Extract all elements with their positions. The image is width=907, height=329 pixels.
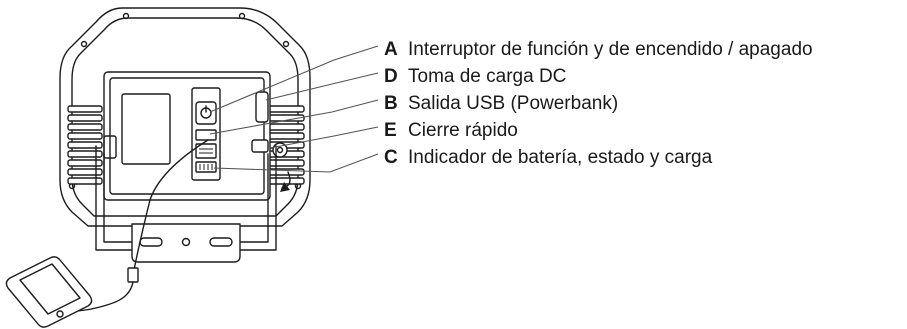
quick-release-latch [251, 139, 269, 153]
legend-letter: A [384, 39, 398, 60]
legend-text: Toma de carga DC [408, 66, 567, 87]
legend-letter: C [384, 147, 398, 168]
back-panel [103, 71, 271, 201]
leader-lines [209, 45, 379, 173]
smartphone-icon [5, 256, 93, 328]
left-clip [103, 135, 117, 159]
stand-frame [95, 145, 277, 263]
legend-letter: E [384, 120, 397, 141]
legend-item-e: E Cierre rápido [384, 117, 813, 144]
battery-indicator [195, 161, 217, 173]
usb-cable [133, 139, 209, 271]
usb-port [195, 129, 217, 141]
screw-icon [122, 12, 130, 20]
home-button [56, 310, 64, 318]
legend-text: Interruptor de función y de encendido / … [408, 39, 813, 60]
screw-icon [80, 40, 88, 48]
legend-text: Indicador de batería, estado y carga [408, 147, 713, 168]
legend: A Interruptor de función y de encendido /… [384, 36, 813, 171]
control-strip [191, 87, 221, 181]
legend-letter: B [384, 93, 398, 114]
dc-socket [255, 91, 269, 123]
legend-item-d: D Toma de carga DC [384, 63, 813, 90]
heat-sink-fins-left [67, 105, 103, 185]
slot [209, 237, 233, 247]
power-button [195, 101, 217, 125]
legend-text: Cierre rápido [408, 120, 518, 141]
arrow-head-icon [280, 182, 290, 192]
legend-item-c: C Indicador de batería, estado y carga [384, 144, 813, 171]
screw-icon [238, 12, 246, 20]
stand-base [131, 223, 241, 263]
label-plate [121, 93, 171, 165]
legend-letter: D [384, 66, 398, 87]
legend-text: Salida USB (Powerbank) [408, 93, 619, 114]
legend-item-b: B Salida USB (Powerbank) [384, 90, 813, 117]
legend-item-a: A Interruptor de función y de encendido /… [384, 36, 813, 63]
output-label [195, 143, 217, 159]
screw-icon [282, 40, 290, 48]
hole [181, 237, 191, 247]
usb-plug [127, 267, 139, 283]
